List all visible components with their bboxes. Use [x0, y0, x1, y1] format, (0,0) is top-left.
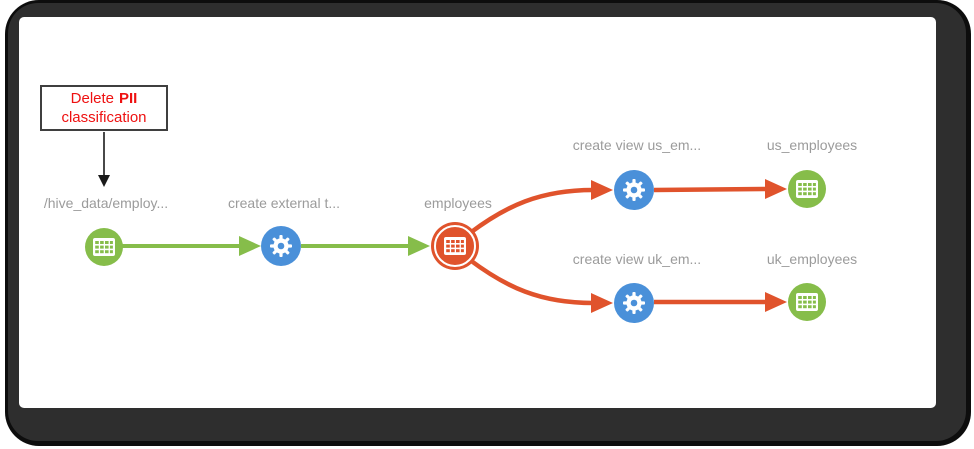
edge-employees-to-create-view-us: [468, 187, 594, 235]
arrowhead-red-3: [591, 293, 613, 313]
node-create-view-us[interactable]: [614, 170, 654, 210]
label-employees: employees: [424, 195, 492, 211]
gear-icon: [270, 235, 292, 257]
arrowhead-red-4: [765, 292, 787, 312]
label-hive-data: /hive_data/employ...: [43, 195, 169, 211]
edge-employees-to-create-view-uk: [468, 258, 594, 306]
gear-icon: [623, 179, 645, 201]
label-create-view-uk: create view uk_em...: [572, 251, 702, 267]
annotation-arrowhead: [98, 175, 110, 187]
highlight-ring: [434, 225, 476, 267]
arrowhead-green-1: [239, 236, 261, 256]
annotation-emphasis: PII: [119, 90, 138, 107]
table-icon: [444, 237, 466, 255]
edge-create-view-us-to-us-employees: [653, 186, 769, 193]
table-icon: [796, 180, 818, 198]
label-create-view-us: create view us_em...: [572, 137, 702, 153]
node-employees[interactable]: [431, 222, 479, 270]
arrowhead-red-2: [765, 179, 787, 199]
lineage-canvas: [19, 17, 936, 408]
node-create-view-uk[interactable]: [614, 283, 654, 323]
arrowhead-green-2: [408, 236, 430, 256]
node-uk-employees[interactable]: [788, 283, 826, 321]
gear-icon: [623, 292, 645, 314]
node-us-employees[interactable]: [788, 170, 826, 208]
annotation-line2: classification: [61, 109, 147, 126]
table-icon: [93, 238, 115, 256]
node-create-external-table[interactable]: [261, 226, 301, 266]
label-create-external-table: create external t...: [227, 195, 341, 211]
table-icon: [796, 293, 818, 311]
label-uk-employees: uk_employees: [766, 251, 858, 267]
node-hive-data[interactable]: [85, 228, 123, 266]
label-us-employees: us_employees: [766, 137, 858, 153]
arrowhead-red-1: [591, 180, 613, 200]
